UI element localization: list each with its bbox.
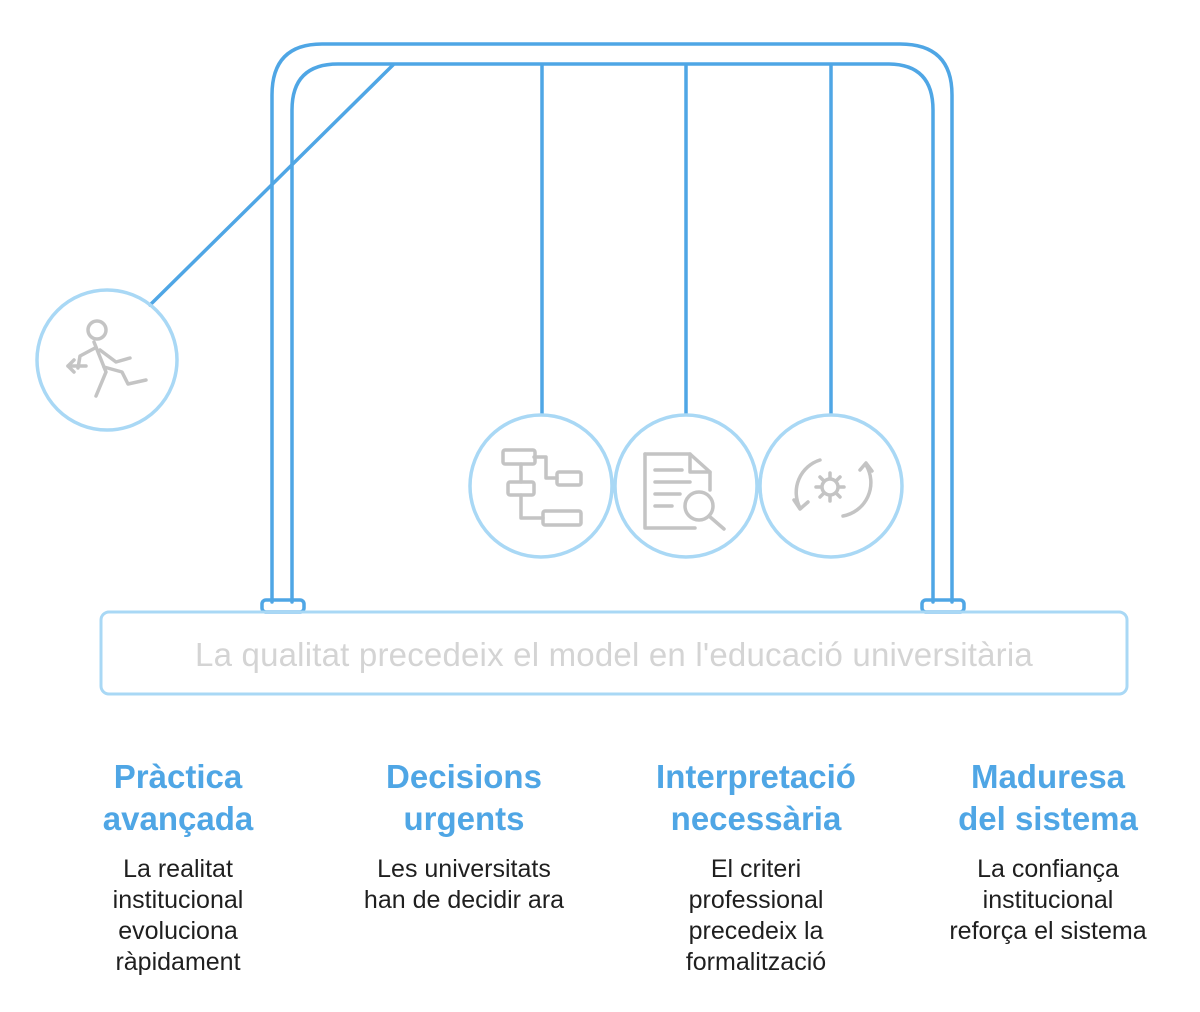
column-4-title: Maduresa del sistema: [928, 756, 1168, 840]
column-4-title-line: Maduresa: [970, 758, 1126, 795]
document-search-icon: [643, 452, 726, 531]
ball-4: [758, 413, 904, 559]
frame-foot-right: [920, 598, 966, 614]
diagram-center-label: La qualitat precedeix el model en l'educ…: [195, 636, 1033, 673]
ball-3: [613, 413, 759, 559]
column-2-desc-line: Les universitats: [377, 855, 551, 883]
column-3-desc-line: precedeix la: [688, 917, 824, 945]
string-1: [148, 63, 395, 307]
column-1-desc-line: institucional: [112, 886, 244, 914]
flowchart-icon: [501, 448, 583, 527]
frame-inner: [290, 62, 935, 604]
column-1: Pràctica avançada La realitat institucio…: [58, 756, 298, 978]
column-2-title: Decisions urgents: [344, 756, 584, 840]
newtons-cradle-diagram: [35, 42, 1129, 696]
ball-1: [35, 288, 179, 432]
column-2-desc-line: han de decidir ara: [363, 886, 565, 914]
column-3: Interpretació necessària El criteri prof…: [636, 756, 876, 978]
column-1-title: Pràctica avançada: [58, 756, 298, 840]
column-1-desc-line: evoluciona: [118, 917, 238, 945]
column-2-title-line: urgents: [403, 800, 525, 837]
column-2-description: Les universitats han de decidir ara: [344, 854, 584, 916]
column-1-description: La realitat institucional evoluciona ràp…: [58, 854, 298, 978]
column-1-title-line: avançada: [102, 800, 254, 837]
column-3-desc-line: formalització: [685, 948, 827, 976]
column-2: Decisions urgents Les universitats han d…: [344, 756, 584, 916]
column-3-title-line: Interpretació: [656, 758, 856, 795]
column-3-desc-line: professional: [688, 886, 824, 914]
frame-foot-left: [260, 598, 306, 614]
column-3-description: El criteri professional precedeix la for…: [636, 854, 876, 978]
ball-2: [468, 413, 614, 559]
column-4-desc-line: reforça el sistema: [949, 917, 1147, 945]
column-4: Maduresa del sistema La confiança instit…: [928, 756, 1168, 947]
column-1-desc-line: ràpidament: [115, 948, 241, 976]
frame-outer: [270, 42, 954, 604]
column-4-desc-line: La confiança: [977, 855, 1119, 883]
column-1-title-line: Pràctica: [113, 758, 243, 795]
column-1-desc-line: La realitat: [123, 855, 233, 883]
column-4-title-line: del sistema: [958, 800, 1138, 837]
base-bar: [99, 610, 1129, 696]
column-4-description: La confiança institucional reforça el si…: [928, 854, 1168, 947]
gear-cycle-icon: [792, 458, 874, 518]
running-person-icon: [66, 319, 148, 398]
column-2-title-line: Decisions: [386, 758, 542, 795]
column-3-title-line: necessària: [670, 800, 842, 837]
column-3-desc-line: El criteri: [710, 855, 802, 883]
column-3-title: Interpretació necessària: [636, 756, 876, 840]
column-4-desc-line: institucional: [982, 886, 1114, 914]
